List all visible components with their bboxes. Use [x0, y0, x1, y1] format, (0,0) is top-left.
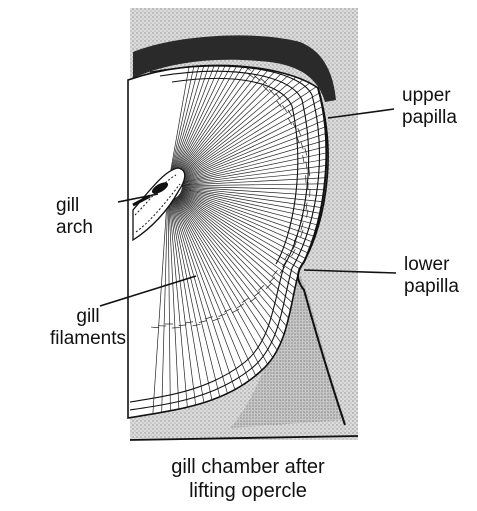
upper-papilla-label-line1: upper — [402, 85, 457, 107]
lower-papilla-label: lower papilla — [404, 254, 459, 298]
gill-arch-label: gill arch — [56, 195, 93, 239]
figure-caption: gill chamber after lifting opercle — [130, 455, 366, 503]
gill-arch-label-line2: arch — [56, 217, 93, 239]
upper-papilla-label-line2: papilla — [402, 107, 457, 129]
caption-line1: gill chamber after — [130, 455, 366, 479]
lower-papilla-label-line1: lower — [404, 254, 459, 276]
gill-filaments-label: gill filaments — [50, 306, 126, 350]
gill-arch-label-line1: gill — [56, 195, 93, 217]
caption-line2: lifting opercle — [130, 479, 366, 503]
gill-filaments-label-line2: filaments — [50, 328, 126, 350]
lower-papilla-label-line2: papilla — [404, 276, 459, 298]
gill-filaments-label-line1: gill — [50, 306, 126, 328]
upper-papilla-label: upper papilla — [402, 85, 457, 129]
